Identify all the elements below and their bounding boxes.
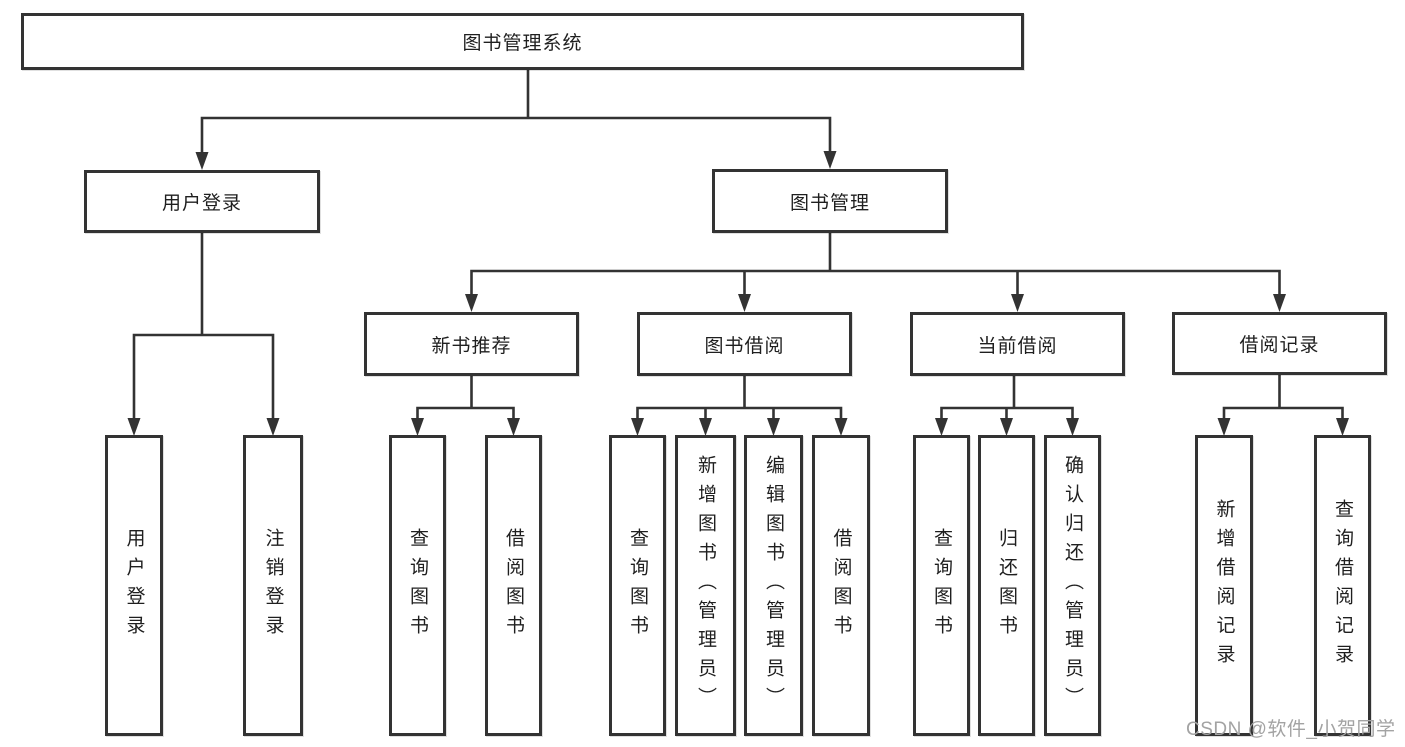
node-root-label: 图书管理系统 [462,33,583,54]
node-leaf-add-borrow-record-label: 新增借阅记录 [1213,498,1235,673]
node-user-login: 用户登录 [84,170,320,233]
node-leaf-query-books-1-label: 查询图书 [407,527,428,644]
node-leaf-borrow-books-2-label: 借阅图书 [830,527,852,644]
node-leaf-query-borrow-record: 查询借阅记录 [1314,435,1371,736]
node-book-borrowing: 图书借阅 [637,312,852,376]
node-book-management: 图书管理 [712,169,948,233]
node-book-borrowing-label: 图书借阅 [704,335,785,357]
node-leaf-edit-book-admin-label: 编辑图书（管理员） [763,455,784,716]
node-leaf-query-books-1: 查询图书 [389,435,446,736]
node-leaf-return-books-label: 归还图书 [996,527,1017,644]
node-leaf-user-login-label: 用户登录 [123,527,145,644]
node-borrow-records-label: 借阅记录 [1239,335,1320,356]
node-leaf-query-books-2-label: 查询图书 [627,527,648,644]
node-leaf-query-books-2: 查询图书 [609,435,666,736]
node-leaf-edit-book-admin: 编辑图书（管理员） [744,435,803,736]
node-leaf-query-books-3-label: 查询图书 [931,527,952,644]
node-leaf-add-borrow-record: 新增借阅记录 [1195,435,1253,736]
node-leaf-borrow-books-1: 借阅图书 [485,435,542,736]
node-leaf-logout-label: 注销登录 [262,527,284,644]
node-borrow-records: 借阅记录 [1172,312,1387,375]
node-current-borrowing: 当前借阅 [910,312,1125,376]
node-leaf-borrow-books-2: 借阅图书 [812,435,870,736]
watermark: CSDN @软件_小贺同学 [1186,719,1396,740]
node-leaf-logout: 注销登录 [243,435,303,736]
node-leaf-borrow-books-1-label: 借阅图书 [503,527,524,644]
node-new-book-recommend: 新书推荐 [364,312,579,376]
node-new-book-recommend-label: 新书推荐 [431,335,512,357]
node-leaf-return-books: 归还图书 [978,435,1035,736]
node-root: 图书管理系统 [21,13,1024,70]
node-leaf-user-login: 用户登录 [105,435,163,736]
node-leaf-add-book-admin-label: 新增图书（管理员） [695,455,716,716]
node-leaf-add-book-admin: 新增图书（管理员） [675,435,736,736]
node-leaf-query-books-3: 查询图书 [913,435,970,736]
tree-edges [132,68,1344,422]
node-user-login-label: 用户登录 [161,193,242,214]
node-current-borrowing-label: 当前借阅 [977,335,1058,357]
node-book-management-label: 图书管理 [789,192,870,214]
node-leaf-query-borrow-record-label: 查询借阅记录 [1332,498,1353,673]
node-leaf-confirm-return-admin-label: 确认归还（管理员） [1062,455,1083,716]
node-leaf-confirm-return-admin: 确认归还（管理员） [1044,435,1101,736]
